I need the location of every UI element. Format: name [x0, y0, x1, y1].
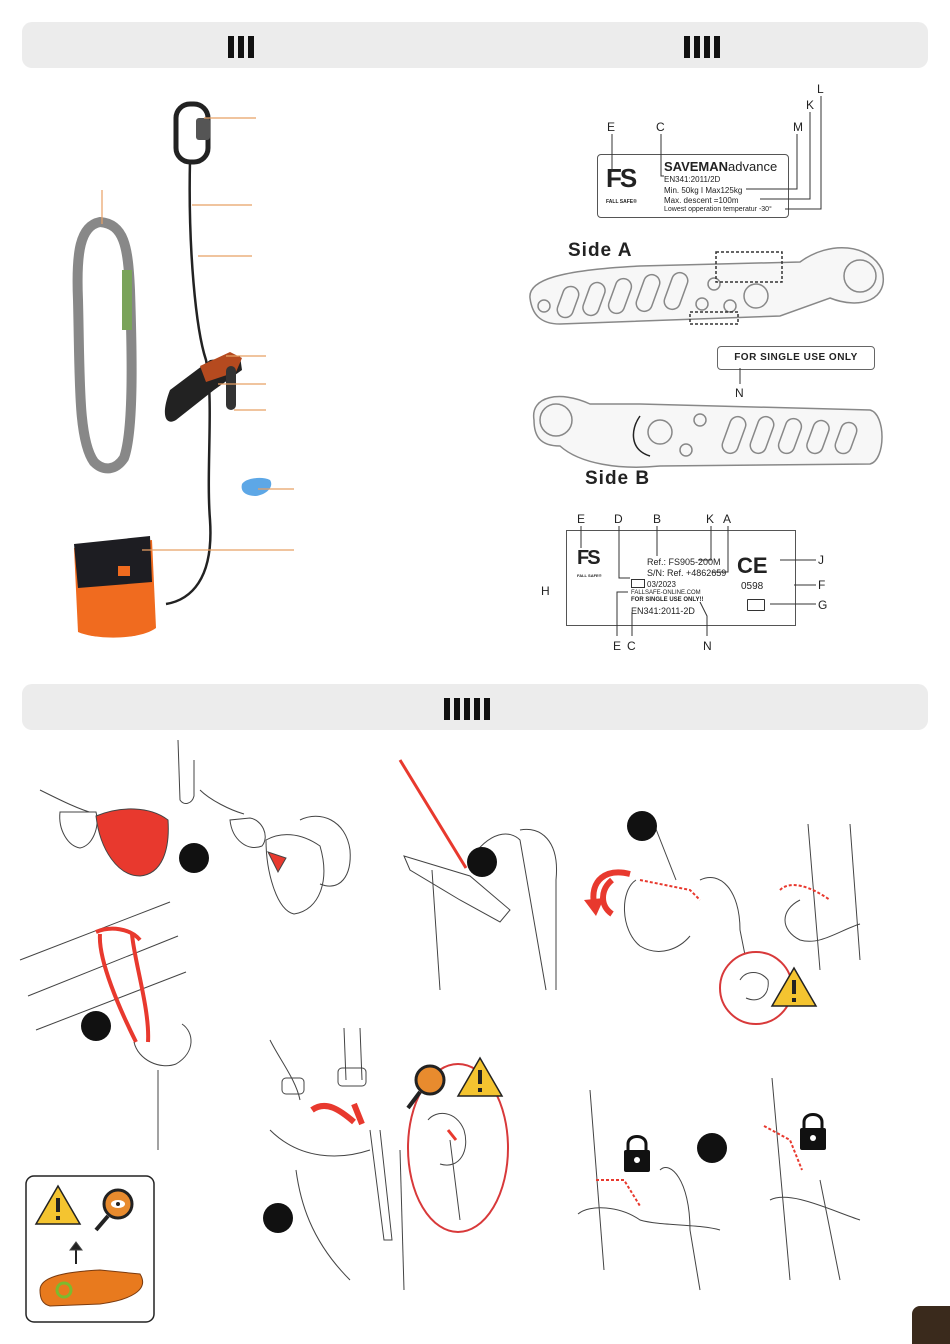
- side-a-title: Side A: [568, 240, 633, 261]
- top-header-bar: [22, 22, 928, 68]
- page-number-tab: [912, 1306, 950, 1344]
- bottom-letter-A: A: [723, 512, 732, 526]
- bottom-ref: Ref.: FS905-200M: [647, 557, 721, 567]
- fs-logo-sub: FALL SAFE®: [606, 199, 637, 205]
- factory-icon: [631, 579, 645, 588]
- header-bars-right: [684, 36, 720, 58]
- middle-header-bar: [22, 684, 928, 730]
- step-lock-device: [577, 1077, 861, 1291]
- label-letter-M: M: [793, 120, 803, 134]
- bottom-sn: S/N: Ref. +4862659: [647, 568, 727, 578]
- product-label-bottom: FS FALL SAFE® Ref.: FS905-200M S/N: Ref.…: [566, 530, 796, 626]
- header-bars-left: [228, 36, 254, 58]
- bottom-letter-F: F: [818, 578, 826, 592]
- bottom-fs-logo-sub: FALL SAFE®: [577, 573, 602, 578]
- step-circle-1: [179, 843, 209, 873]
- storage-bag-icon: [74, 536, 156, 638]
- step-clip-harness: [269, 1027, 509, 1291]
- step-rotate-device: [600, 823, 861, 1025]
- warning-icon: [456, 1056, 504, 1097]
- bottom-letter-N: N: [703, 639, 712, 653]
- bottom-letter-K: K: [706, 512, 715, 526]
- inspect-magnifier-icon: [94, 1188, 134, 1232]
- bottom-standard: EN341:2011-2D: [631, 606, 695, 616]
- step-open-bag: [39, 739, 351, 915]
- rope-line: [165, 159, 212, 606]
- label-letter-C: C: [656, 120, 665, 134]
- label-letter-L: L: [817, 82, 824, 96]
- step-circle-5: [263, 1203, 293, 1233]
- bottom-website: FALLSAFE-ONLINE.COM: [631, 590, 701, 596]
- bottom-letter-B: B: [653, 512, 662, 526]
- bottom-letter-C: C: [627, 639, 636, 653]
- label-load: Min. 50kg I Max125kg: [664, 186, 743, 195]
- step-circle-6: [697, 1133, 727, 1163]
- saveman-title: SAVEMANadvance: [664, 159, 777, 174]
- ce-mark: CE: [737, 553, 768, 578]
- label-temperature: Lowest opperation temperatur -30°: [664, 206, 772, 213]
- side-b-title: Side B: [585, 468, 651, 489]
- single-use-letter: N: [735, 386, 744, 400]
- bottom-letter-J: J: [818, 553, 824, 567]
- single-use-tag: FOR SINGLE USE ONLY: [717, 346, 875, 370]
- label-descent: Max. descent =100m: [664, 196, 739, 205]
- bottom-letter-D: D: [614, 512, 623, 526]
- saveman-brand-suffix: advance: [728, 159, 778, 174]
- descender-device-icon: [164, 352, 242, 422]
- bottom-letter-E: E: [577, 512, 586, 526]
- step-circle-4: [627, 811, 657, 841]
- bottom-single-use: FOR SINGLE USE ONLY!!: [631, 597, 704, 603]
- warning-icon: [34, 1184, 82, 1225]
- step-anchor-sling: [19, 901, 192, 1150]
- blue-tag-icon: [241, 477, 272, 496]
- bottom-fs-logo: FS: [577, 547, 601, 569]
- saveman-brand: SAVEMAN: [664, 159, 729, 174]
- label-standard: EN341:2011/2D: [664, 175, 721, 184]
- rotate-arrow-icon: [590, 869, 631, 905]
- step-circle-2: [81, 1011, 111, 1041]
- label-letter-K: K: [806, 98, 815, 112]
- fs-logo: FS: [606, 163, 637, 193]
- product-label-top: FS FALL SAFE® SAVEMANadvance EN341:2011/…: [597, 154, 789, 218]
- label-letter-E: E: [607, 120, 616, 134]
- step-circle-3: [467, 847, 497, 877]
- header-bars-center: [444, 698, 490, 720]
- padlock-icon: [624, 1135, 650, 1172]
- bottom-letter-G: G: [818, 598, 828, 612]
- bottom-letter-E2: E: [613, 639, 622, 653]
- bottom-date: 03/2023: [647, 580, 676, 589]
- padlock-icon: [800, 1113, 826, 1150]
- check-device-box: [25, 1175, 155, 1323]
- manual-book-icon: [747, 599, 765, 611]
- carabiner-icon: [173, 101, 211, 165]
- bottom-letter-H: H: [541, 584, 550, 598]
- notified-body-number: 0598: [741, 581, 764, 592]
- warning-icon: [770, 966, 818, 1007]
